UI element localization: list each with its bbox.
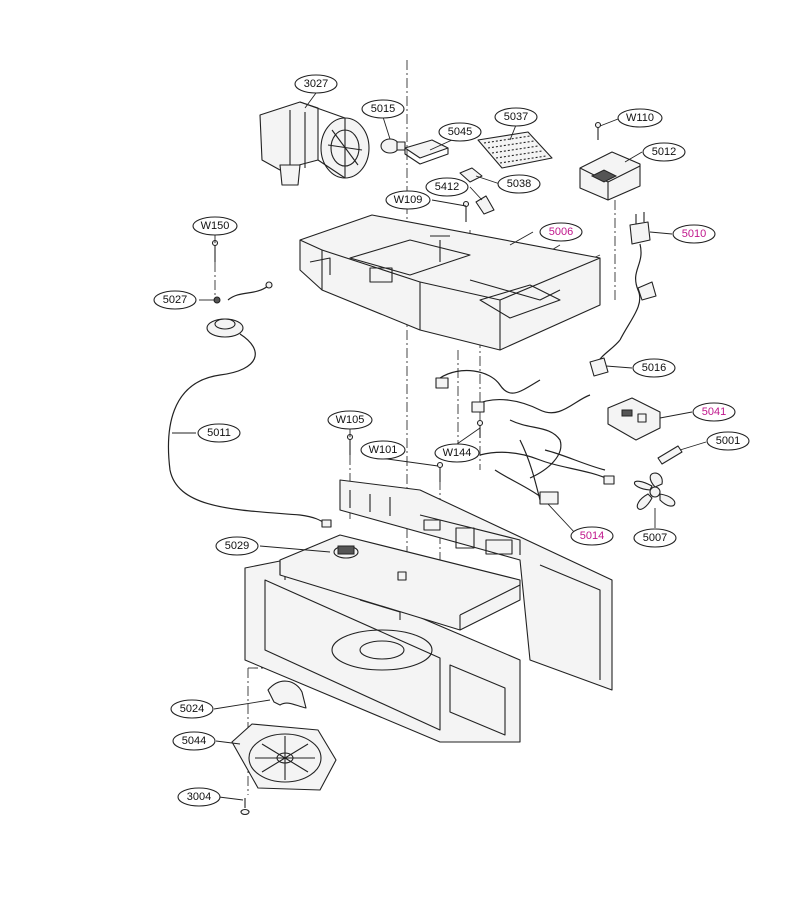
- svg-text:W109: W109: [394, 194, 423, 206]
- svg-text:W110: W110: [626, 112, 654, 124]
- oven-chassis: [244, 479, 613, 743]
- callout-5006: 5006: [539, 222, 583, 242]
- svg-text:5001: 5001: [716, 435, 740, 447]
- callout-5045: 5045: [438, 122, 482, 142]
- svg-text:5038: 5038: [507, 178, 531, 190]
- callout-5015: 5015: [361, 99, 405, 119]
- screw-w150: [211, 239, 219, 262]
- svg-text:5037: 5037: [504, 111, 528, 123]
- callout-5024: 5024: [170, 699, 214, 719]
- callout-5011: 5011: [197, 423, 241, 443]
- stirrer-cover: [231, 723, 337, 791]
- callout-3004: 3004: [177, 787, 221, 807]
- callout-5014: 5014: [570, 526, 614, 546]
- screw-w101: [436, 461, 444, 482]
- callout-5044: 5044: [172, 731, 216, 751]
- svg-text:5024: 5024: [180, 703, 204, 715]
- humidity-sensor: [206, 281, 273, 338]
- vent-grille: [477, 131, 553, 169]
- svg-text:5016: 5016: [642, 362, 666, 374]
- svg-text:5012: 5012: [652, 146, 676, 158]
- svg-text:5006: 5006: [549, 226, 573, 238]
- air-duct: [267, 680, 307, 709]
- power-cord: [595, 212, 657, 367]
- callout-W109: W109: [385, 190, 431, 210]
- screw-w144: [476, 419, 484, 438]
- svg-text:5007: 5007: [643, 532, 667, 544]
- leader-lines: [172, 92, 707, 801]
- callout-5027: 5027: [153, 290, 197, 310]
- callout-5007: 5007: [633, 528, 677, 548]
- svg-text:5014: 5014: [580, 530, 604, 542]
- cooling-fan-blade: [633, 472, 676, 510]
- callout-W144: W144: [434, 443, 480, 463]
- svg-text:5015: 5015: [371, 103, 395, 115]
- sensor-wire-harness: [167, 333, 332, 528]
- callout-5412: 5412: [425, 177, 469, 197]
- callout-W110: W110: [617, 108, 663, 128]
- callout-5037: 5037: [494, 107, 538, 127]
- callout-W105: W105: [327, 410, 373, 430]
- base-plate: [299, 214, 601, 351]
- lamp-socket: [404, 139, 449, 165]
- thermostat-switch: [589, 357, 609, 377]
- svg-text:5027: 5027: [163, 294, 187, 306]
- svg-text:W101: W101: [369, 444, 398, 456]
- svg-text:5029: 5029: [225, 540, 249, 552]
- callout-5012: 5012: [642, 142, 686, 162]
- screw-w105: [346, 433, 354, 455]
- svg-text:W150: W150: [201, 220, 230, 232]
- thermal-fuse: [459, 167, 483, 183]
- svg-text:W144: W144: [443, 447, 472, 459]
- callout-W101: W101: [360, 440, 406, 460]
- callout-3027: 3027: [294, 74, 338, 94]
- callout-5038: 5038: [497, 174, 541, 194]
- blower-fan-assembly: [259, 101, 370, 186]
- latch-clip: [475, 195, 495, 215]
- svg-text:3027: 3027: [304, 78, 328, 90]
- screw-w109: [462, 200, 470, 222]
- callouts: 3027 5015 5045 5037 W110 5012 5038 5412: [153, 74, 750, 807]
- callout-5016: 5016: [632, 358, 676, 378]
- callout-5010: 5010: [672, 224, 716, 244]
- callout-5029: 5029: [215, 536, 259, 556]
- screw-3004: [240, 798, 250, 816]
- noise-filter-board: [607, 397, 661, 441]
- svg-text:W105: W105: [336, 414, 365, 426]
- svg-text:5041: 5041: [702, 406, 726, 418]
- callout-W150: W150: [192, 216, 238, 236]
- svg-text:5045: 5045: [448, 126, 472, 138]
- svg-text:5010: 5010: [682, 228, 706, 240]
- callout-5041: 5041: [692, 402, 736, 422]
- main-wire-harness: [435, 370, 615, 505]
- screw-w110: [594, 121, 602, 140]
- svg-text:5044: 5044: [182, 735, 206, 747]
- svg-text:5412: 5412: [435, 181, 459, 193]
- relay-bracket: [579, 151, 641, 201]
- svg-text:5011: 5011: [207, 427, 231, 439]
- callout-5001: 5001: [706, 431, 750, 451]
- fuse-rod: [657, 445, 683, 465]
- lamp-bulb: [380, 138, 406, 154]
- svg-text:3004: 3004: [187, 791, 211, 803]
